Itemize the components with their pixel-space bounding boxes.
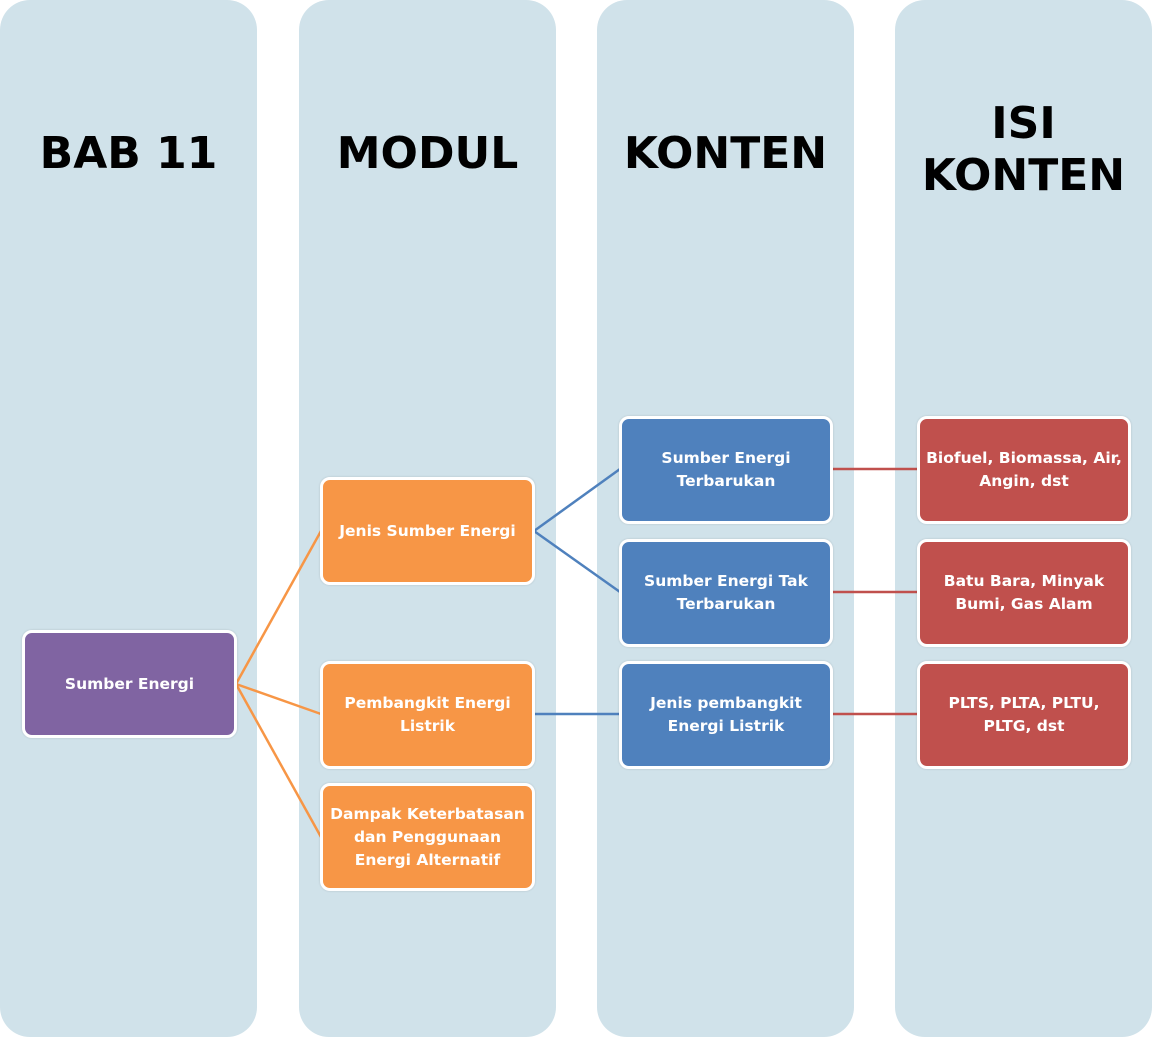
node-label: Jenis Sumber Energi	[339, 521, 516, 540]
node-konten-jenis-pembangkit[interactable]: Jenis pembangkit Energi Listrik	[619, 661, 833, 769]
node-label: Biofuel, Biomassa, Air, Angin, dst	[926, 449, 1122, 490]
column-title-bab: BAB 11	[39, 128, 218, 179]
node-label: Jenis pembangkit Energi Listrik	[650, 694, 802, 735]
node-konten-terbarukan[interactable]: Sumber Energi Terbarukan	[619, 416, 833, 524]
link-bab-to-modul-1	[234, 530, 323, 685]
link-modul1-to-konten-2	[533, 529, 621, 594]
node-isi-tak-terbarukan[interactable]: Batu Bara, Minyak Bumi, Gas Alam	[917, 539, 1131, 647]
column-title-isi-line2: KONTEN	[921, 150, 1126, 201]
node-label: Dampak Keterbatasan dan Penggunaan Energ…	[330, 804, 525, 869]
node-modul-jenis-sumber-energi[interactable]: Jenis Sumber Energi	[320, 477, 535, 585]
link-bab-to-modul-2	[235, 682, 322, 716]
node-label: PLTS, PLTA, PLTU, PLTG, dst	[948, 694, 1100, 735]
node-isi-terbarukan[interactable]: Biofuel, Biomassa, Air, Angin, dst	[917, 416, 1131, 524]
node-bab-sumber-energi[interactable]: Sumber Energi	[22, 630, 237, 738]
link-bab-to-modul-3	[234, 683, 323, 838]
column-title-modul: MODUL	[336, 128, 519, 179]
node-label: Sumber Energi	[64, 674, 195, 693]
node-modul-dampak-keterbatasan[interactable]: Dampak Keterbatasan dan Penggunaan Energ…	[320, 783, 535, 891]
node-label: Batu Bara, Minyak Bumi, Gas Alam	[943, 572, 1105, 613]
node-label: Pembangkit Energi Listrik	[344, 694, 511, 735]
node-isi-pembangkit[interactable]: PLTS, PLTA, PLTU, PLTG, dst	[917, 661, 1131, 769]
column-title-isi-konten: ISI KONTEN	[895, 98, 1152, 202]
column-title-isi-line1: ISI	[991, 98, 1056, 149]
node-modul-pembangkit-energi-listrik[interactable]: Pembangkit Energi Listrik	[320, 661, 535, 769]
link-modul1-to-konten-1	[533, 467, 621, 533]
node-label: Sumber Energi Terbarukan	[661, 449, 791, 490]
node-konten-tak-terbarukan[interactable]: Sumber Energi Tak Terbarukan	[619, 539, 833, 647]
column-bab: BAB 11	[0, 0, 257, 1037]
column-title-konten: KONTEN	[623, 128, 828, 179]
node-label: Sumber Energi Tak Terbarukan	[644, 572, 808, 613]
